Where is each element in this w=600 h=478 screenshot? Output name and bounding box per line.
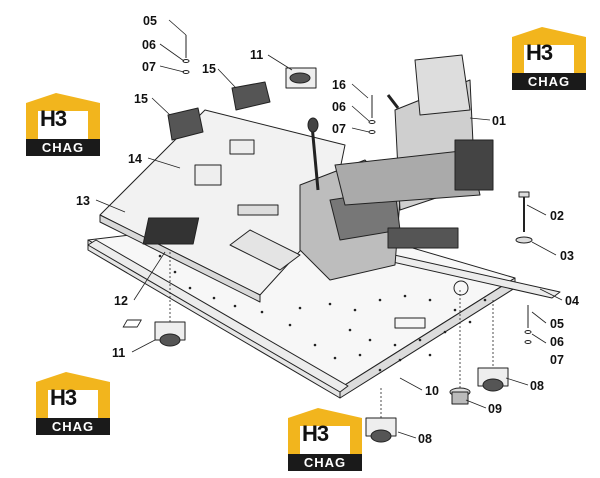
logo-text-top: H3 — [50, 385, 77, 410]
brand-logo-bottom-left: H3 CHAG — [32, 372, 114, 436]
callout-04: 04 — [565, 294, 579, 308]
mount-08-right — [477, 367, 509, 392]
callout-16: 16 — [332, 78, 346, 92]
mount-08-bottom — [365, 417, 397, 443]
callout-06b: 06 — [332, 100, 346, 114]
mount-11-top — [285, 67, 317, 89]
grommet-09 — [449, 387, 471, 405]
leader-lines — [95, 19, 563, 439]
brand-logo-left: H3 CHAG — [22, 93, 104, 157]
callout-14: 14 — [128, 152, 142, 166]
callout-07b: 07 — [332, 122, 346, 136]
callout-13: 13 — [76, 194, 90, 208]
callout-15a: 15 — [202, 62, 216, 76]
mount-11-bottom — [154, 321, 186, 347]
brand-logo-bottom-center: H3 CHAG — [284, 408, 366, 472]
logo-text-top: H3 — [302, 421, 329, 446]
callout-06a: 06 — [142, 38, 156, 52]
callout-08a: 08 — [530, 379, 544, 393]
logo-text-bottom: CHAG — [26, 139, 100, 156]
callout-15b: 15 — [134, 92, 148, 106]
logo-text-bottom: CHAG — [288, 454, 362, 471]
callout-12: 12 — [114, 294, 128, 308]
fastener-stack-middle — [368, 95, 376, 134]
armrest-pad-15b — [167, 107, 204, 141]
callout-07a: 07 — [142, 60, 156, 74]
callout-10: 10 — [425, 384, 439, 398]
callout-08b: 08 — [418, 432, 432, 446]
callout-11b: 11 — [112, 346, 125, 360]
rail-front — [87, 239, 349, 393]
logo-text-top: H3 — [40, 106, 67, 131]
callout-03: 03 — [560, 249, 574, 263]
cab-floor — [99, 109, 346, 303]
logo-text-bottom: CHAG — [36, 418, 110, 435]
callout-06c: 06 — [550, 335, 564, 349]
callout-05a: 05 — [143, 14, 157, 28]
armrest-pad-15a — [231, 81, 271, 111]
callout-02: 02 — [550, 209, 564, 223]
callout-11a: 11 — [250, 48, 263, 62]
seat-assembly — [299, 54, 494, 281]
callout-05b: 05 — [550, 317, 564, 331]
plate-holes — [158, 254, 487, 372]
callout-09: 09 — [488, 402, 502, 416]
brand-logo-top-right: H3 CHAG — [508, 27, 590, 91]
callout-01: 01 — [492, 114, 506, 128]
logo-text-top: H3 — [526, 40, 553, 65]
logo-text-bottom: CHAG — [512, 73, 586, 90]
fastener-stack-right — [524, 305, 532, 344]
callouts: 05 06 07 11 15 15 16 06 07 01 14 13 02 0… — [76, 14, 579, 446]
callout-07c: 07 — [550, 353, 564, 367]
bolt-02 — [515, 191, 533, 244]
fastener-stack-left — [182, 35, 190, 74]
